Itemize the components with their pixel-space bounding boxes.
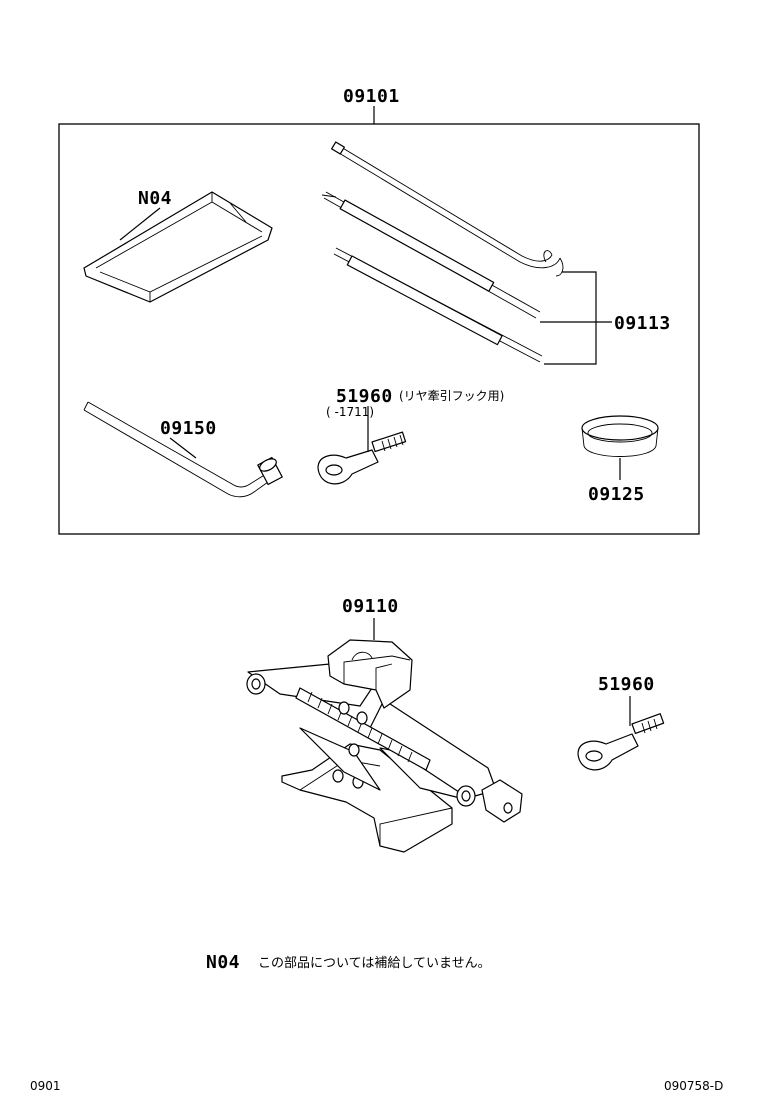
part-label-51960-jack: 51960 [598,674,655,695]
jack-handle-rods-illustration [321,141,564,363]
part-label-09110: 09110 [342,596,399,617]
part-label-n04: N04 [138,188,172,209]
leader-n04 [119,207,161,241]
group-label: 09101 [343,86,400,107]
footnote-code: N04 [206,952,240,973]
tow-hook-jack-illustration [577,713,665,771]
footer-right: 090758-D [664,1079,723,1093]
leader-09113-bracket [544,271,597,365]
leader-09150 [169,437,197,459]
scissor-jack-illustration [246,639,523,853]
footer-left: 0901 [30,1079,61,1093]
part-label-51960-kit: 51960 [336,386,393,407]
tool-kit-box [58,123,700,535]
tow-hook-illustration [317,431,407,485]
part-label-09113: 09113 [614,313,671,334]
part-label-09150: 09150 [160,418,217,439]
tool-tray-illustration [83,191,273,303]
band-illustration [581,415,659,457]
part-label-09125: 09125 [588,484,645,505]
footnote-text: この部品については補給していません。 [258,956,491,971]
part-note-51960-kit: (リヤ牽引フック用) [399,388,504,403]
part-range-51960-kit: ( -1711) [326,405,374,419]
lug-wrench-illustration [83,401,283,498]
